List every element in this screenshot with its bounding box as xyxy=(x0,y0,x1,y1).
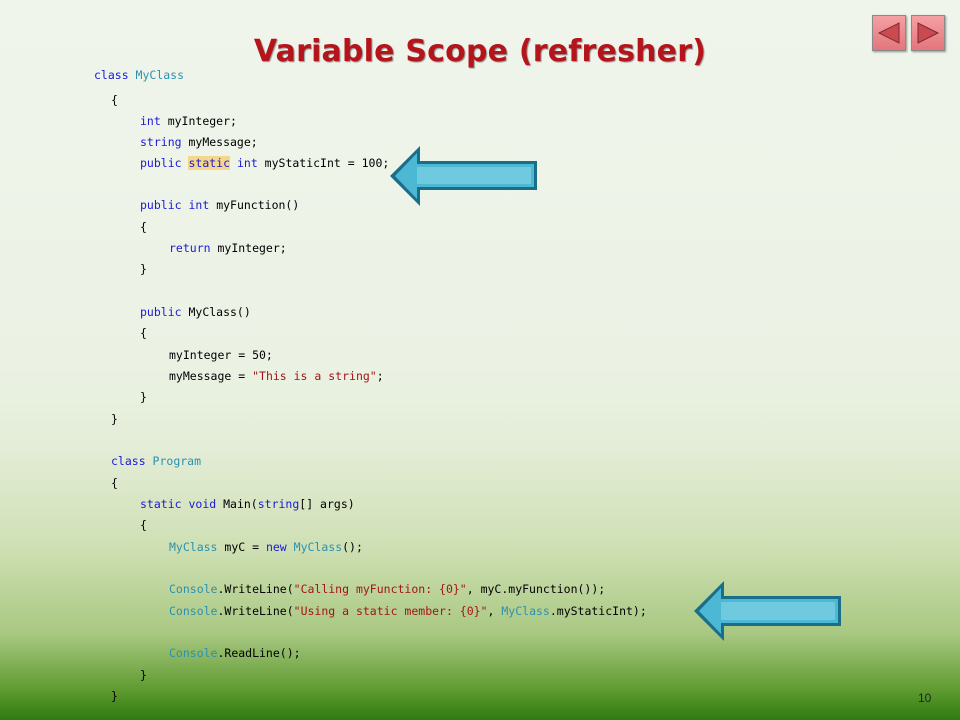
code-line: return myInteger; xyxy=(169,241,287,255)
code-line: myMessage = "This is a string"; xyxy=(169,369,384,383)
code-line: myInteger = 50; xyxy=(169,348,273,362)
code-line: } xyxy=(140,390,147,404)
code-line: { xyxy=(140,518,147,532)
code-line: class MyClass xyxy=(94,68,185,82)
static-keyword-highlight: static xyxy=(188,156,231,170)
arrow-left-icon xyxy=(694,581,841,641)
previous-slide-button[interactable] xyxy=(872,15,906,51)
slide-title: Variable Scope (refresher) xyxy=(253,34,707,69)
code-line: public MyClass() xyxy=(140,305,251,319)
code-line: } xyxy=(140,668,147,682)
triangle-right-icon xyxy=(917,22,940,44)
page-number: 10 xyxy=(918,691,932,705)
code-line: } xyxy=(111,689,118,703)
code-line: Console.WriteLine("Calling myFunction: {… xyxy=(169,582,606,596)
next-slide-button[interactable] xyxy=(911,15,945,51)
triangle-left-icon xyxy=(877,22,900,44)
code-line: int myInteger; xyxy=(140,114,237,128)
code-line: string myMessage; xyxy=(140,135,258,149)
code-line: { xyxy=(111,93,118,107)
code-line: static void Main(string[] args) xyxy=(140,497,355,511)
code-line: Console.ReadLine(); xyxy=(169,646,301,660)
code-line: } xyxy=(111,412,118,426)
code-line: class Program xyxy=(111,454,202,468)
code-line: { xyxy=(140,326,147,340)
arrow-left-icon xyxy=(390,146,537,206)
code-line: public int myFunction() xyxy=(140,198,300,212)
code-line: { xyxy=(140,220,147,234)
code-line: MyClass myC = new MyClass(); xyxy=(169,540,363,554)
code-line: } xyxy=(140,262,147,276)
code-line: { xyxy=(111,476,118,490)
code-line: Console.WriteLine("Using a static member… xyxy=(169,604,647,618)
code-line: public static int myStaticInt = 100; xyxy=(140,156,390,170)
